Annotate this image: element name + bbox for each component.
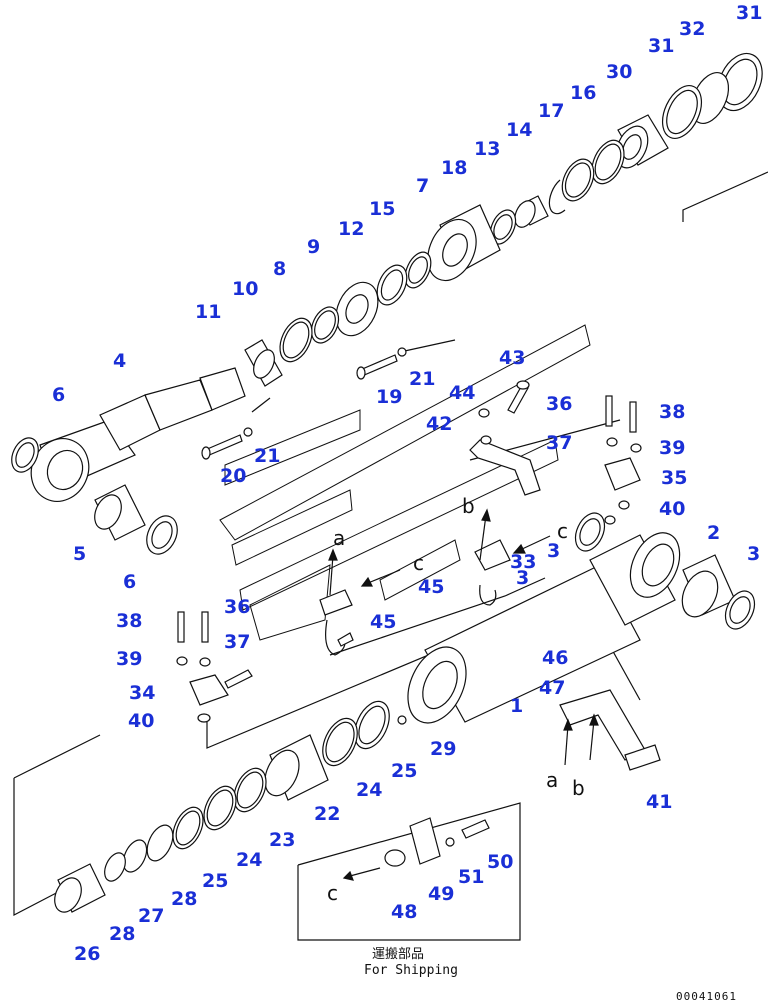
part-label: 39 (116, 648, 142, 670)
part-label: 35 (661, 467, 687, 489)
part-label: 43 (499, 347, 525, 369)
part-label: 49 (428, 883, 454, 905)
part-label: 8 (273, 258, 286, 280)
part-label: 6 (123, 571, 136, 593)
part-label: 21 (254, 445, 280, 467)
part-label: 24 (356, 779, 382, 801)
part-label: 27 (138, 905, 164, 927)
part-label: 28 (171, 888, 197, 910)
marker-c-right: c (557, 519, 568, 543)
piston-rod (30, 367, 246, 502)
part-label: 38 (116, 610, 142, 632)
part-label: 44 (449, 382, 475, 404)
part-labels: 1 2 3 3 3 4 5 6 6 7 8 9 10 11 12 13 14 1… (52, 2, 762, 965)
part-label: 31 (736, 2, 762, 24)
part-label: 3 (516, 567, 529, 589)
part-label: 12 (338, 218, 364, 240)
part-label: 40 (128, 710, 154, 732)
part-label: 37 (546, 432, 572, 454)
part-label: 22 (314, 803, 340, 825)
part-label: 36 (224, 596, 250, 618)
part-label: 21 (409, 368, 435, 390)
part-label: 33 (510, 551, 536, 573)
part-label: 30 (606, 61, 632, 83)
piston-seal-group (244, 52, 763, 387)
part-label: 29 (430, 738, 456, 760)
part-label: 16 (570, 82, 596, 104)
part-label: 28 (109, 923, 135, 945)
part-label: 51 (458, 866, 484, 888)
part-label: 37 (224, 631, 250, 653)
watermark-shapes (219, 324, 591, 641)
part-label: 13 (474, 138, 500, 160)
shipping-box: 運搬部品 For Shipping (297, 802, 521, 978)
flow-arrows (328, 508, 599, 881)
rod-end-bushing (11, 437, 178, 555)
shipping-title-jp: 運搬部品 (372, 947, 424, 962)
part-label: 50 (487, 851, 513, 873)
part-label: 45 (418, 576, 444, 598)
part-label: 14 (506, 119, 532, 141)
part-label: 26 (74, 943, 100, 965)
part-label: 34 (129, 682, 155, 704)
part-label: 3 (747, 543, 760, 565)
part-label: 17 (538, 100, 564, 122)
part-label: 18 (441, 157, 467, 179)
part-label: 38 (659, 401, 685, 423)
marker-a-left: a (333, 526, 345, 550)
pipe-clamps (469, 435, 661, 771)
part-label: 42 (426, 413, 452, 435)
part-label: 9 (307, 236, 320, 258)
part-label: 32 (679, 18, 705, 40)
marker-a-bottom: a (546, 768, 558, 792)
part-label: 10 (232, 278, 258, 300)
part-label: 15 (369, 198, 395, 220)
part-label: 2 (707, 522, 720, 544)
part-label: 11 (195, 301, 221, 323)
part-label: 19 (376, 386, 402, 408)
part-label: 7 (416, 175, 429, 197)
part-label: 5 (73, 543, 86, 565)
marker-c-mid: c (413, 551, 424, 575)
part-label: 46 (542, 647, 568, 669)
part-label: 31 (648, 35, 674, 57)
part-label: 4 (113, 350, 126, 372)
part-label: 45 (370, 611, 396, 633)
reference-markers: a b c a b c c (327, 494, 585, 905)
shipping-title-en: For Shipping (364, 963, 458, 978)
head-bolts (201, 347, 407, 460)
drawing-code: 00041061 (676, 990, 737, 1003)
part-label: 25 (202, 870, 228, 892)
part-label: 36 (546, 393, 572, 415)
hoses (319, 515, 616, 656)
part-label: 47 (539, 677, 565, 699)
guide-lines (13, 171, 768, 916)
cylinder-tube (407, 532, 681, 724)
marker-b-top: b (462, 494, 475, 518)
part-label: 6 (52, 384, 65, 406)
bottom-bushing (574, 512, 756, 630)
part-label: 41 (646, 791, 672, 813)
part-label: 1 (510, 695, 523, 717)
marker-b-bottom: b (572, 776, 585, 800)
block-fittings (176, 380, 642, 723)
part-label: 25 (391, 760, 417, 782)
lower-seal-group (54, 700, 407, 913)
part-label: 23 (269, 829, 295, 851)
part-label: 39 (659, 437, 685, 459)
part-label: 24 (236, 849, 262, 871)
marker-c-shipping: c (327, 881, 338, 905)
part-label: 20 (220, 465, 246, 487)
part-label: 48 (391, 901, 417, 923)
part-label: 40 (659, 498, 685, 520)
part-label: 3 (547, 540, 560, 562)
